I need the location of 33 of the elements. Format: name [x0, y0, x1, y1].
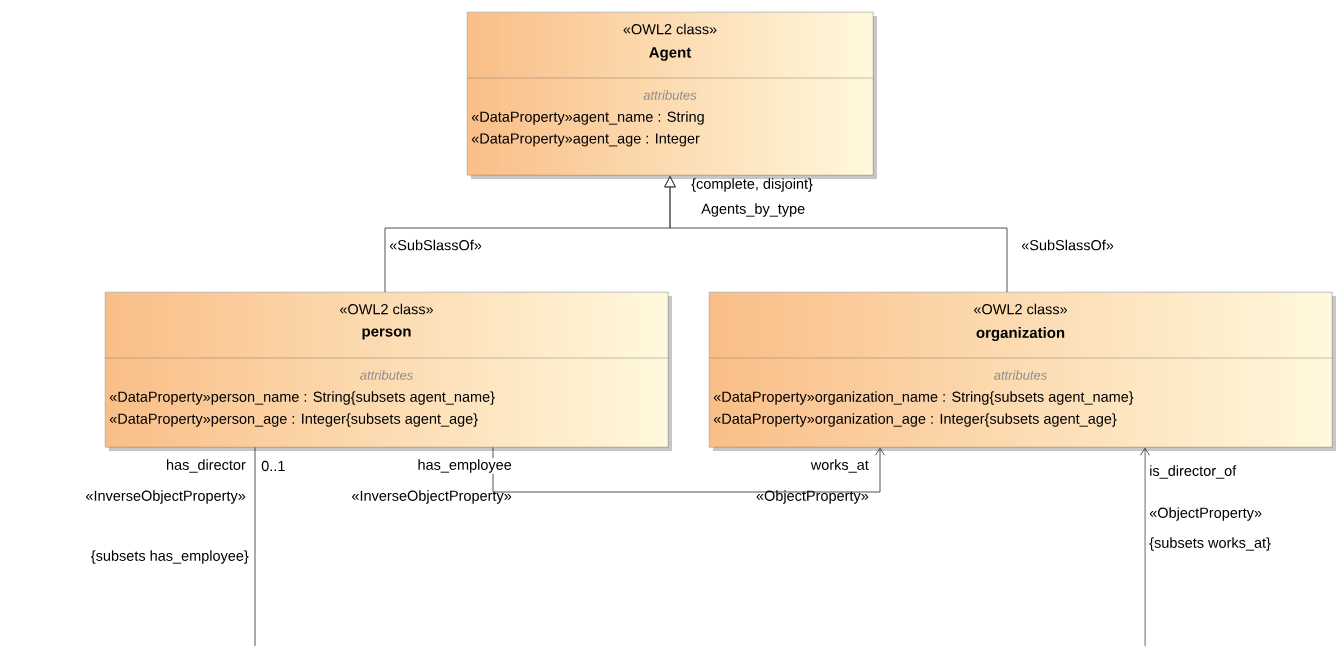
attribute: «DataProperty»organization_age : Integer{subsets agent_age}: [713, 413, 1117, 427]
attribute: «DataProperty»agent_age : Integer: [471, 133, 700, 147]
role-label: «InverseObjectProperty»: [86, 490, 246, 504]
class-name: organization: [976, 327, 1065, 342]
connector: [664, 175, 1008, 293]
connector: [1140, 447, 1150, 646]
edge-label: «SubSlassOf»: [388, 238, 483, 252]
role-label: {subsets works_at}: [1149, 537, 1271, 551]
attribute: «DataProperty»agent_name : String: [471, 111, 704, 125]
role-label: {subsets has_employee}: [91, 550, 249, 564]
role-label: 0..1: [261, 460, 285, 472]
edge-label: has_employee: [416, 458, 513, 474]
section-heading: attributes: [643, 90, 697, 100]
connector: [254, 446, 256, 646]
role-label: works_at: [810, 459, 869, 473]
attribute: «DataProperty»organization_name : String{subsets agent_name}: [713, 391, 1134, 405]
stereotype: «OWL2 class»: [623, 23, 717, 35]
stereotype: «OWL2 class»: [339, 303, 434, 315]
role-label: Agents_by_type: [701, 203, 805, 217]
class-name: Agent: [649, 47, 692, 61]
attribute: «DataProperty»person_age : Integer{subsets agent_age}: [109, 413, 478, 427]
section-heading: attributes: [994, 370, 1047, 380]
role-label: «ObjectProperty»: [756, 490, 869, 504]
stereotype: «OWL2 class»: [973, 303, 1068, 315]
edge-label: «SubSlassOf»: [1020, 238, 1115, 252]
role-label: «InverseObjectProperty»: [352, 490, 512, 504]
class-name: person: [362, 328, 411, 340]
role-label: «ObjectProperty»: [1149, 507, 1262, 521]
role-label: has_director: [167, 459, 246, 473]
section-heading: attributes: [360, 370, 413, 380]
attribute: «DataProperty»person_name : String{subsets agent_name}: [109, 391, 495, 405]
role-label: is_director_of: [1150, 465, 1237, 479]
connector: [492, 446, 885, 493]
